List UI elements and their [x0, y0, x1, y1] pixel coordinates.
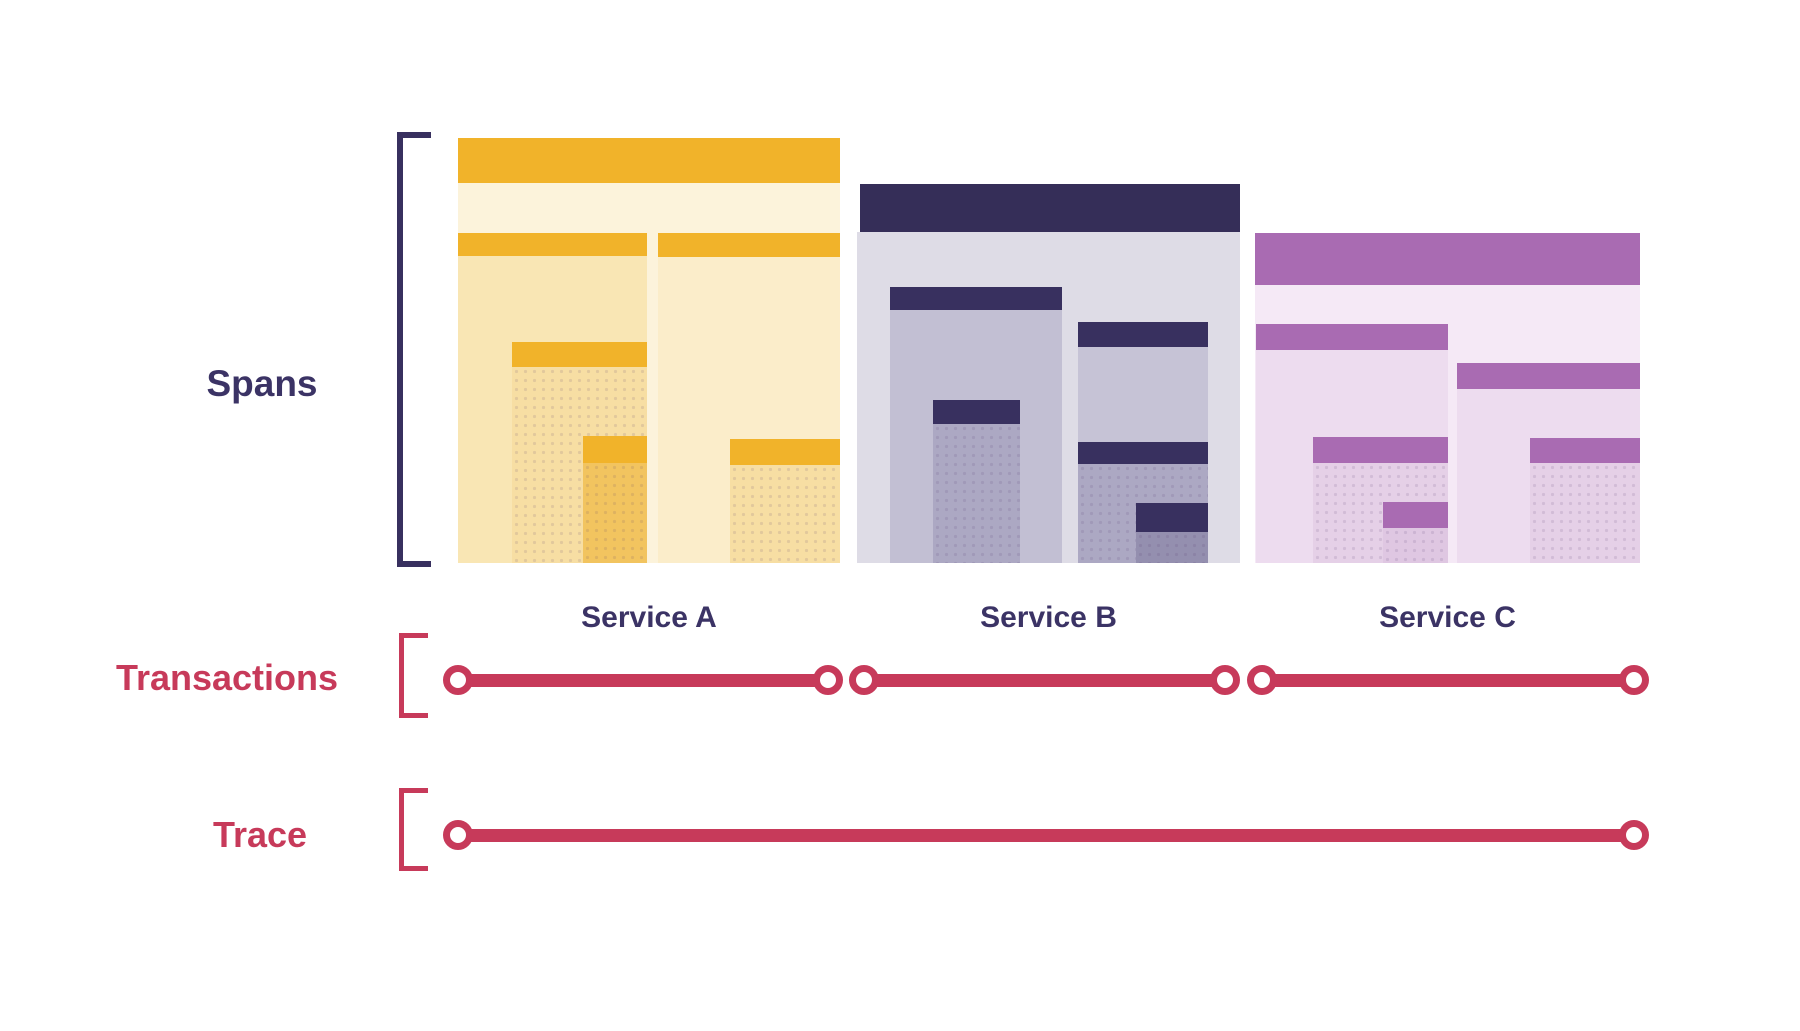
trace-line-start-circle — [443, 820, 473, 850]
transactions-bracket — [399, 633, 428, 718]
service-c-span-header — [1256, 324, 1448, 357]
service-a-span-block — [458, 138, 840, 563]
service-c-span-body — [1530, 463, 1640, 563]
transaction-line-2 — [864, 673, 1225, 687]
service-b-span-header — [890, 287, 1062, 317]
trace-bracket — [399, 788, 428, 871]
service-b-span-block — [857, 184, 1240, 563]
service-b-label: Service B — [980, 601, 1117, 634]
transaction-line-3-start-circle — [1247, 665, 1277, 695]
transaction-line-2-end-circle — [1210, 665, 1240, 695]
service-b-span-header — [1078, 322, 1208, 354]
service-b-span-header — [1136, 503, 1208, 539]
service-c-span-header — [1457, 363, 1640, 396]
trace-label: Trace — [212, 814, 308, 855]
service-a-label: Service A — [581, 601, 717, 634]
service-a-span-header — [658, 233, 840, 264]
trace-line-end-circle — [1619, 820, 1649, 850]
service-b-span-body — [1136, 532, 1208, 563]
service-b-span-header — [933, 400, 1020, 431]
service-c-span-header — [1313, 437, 1448, 470]
service-a-span-body — [583, 463, 647, 563]
spans-label: Spans — [206, 363, 318, 404]
transaction-line-1 — [458, 673, 828, 687]
service-c-label: Service C — [1379, 601, 1516, 634]
transaction-line-1-end-circle — [813, 665, 843, 695]
service-b-span-body — [933, 424, 1020, 563]
service-b-span-header — [1078, 442, 1208, 471]
service-a-span-header — [458, 138, 840, 190]
service-c-span-header — [1255, 233, 1640, 292]
service-c-span-body — [1383, 528, 1448, 563]
transaction-line-3-end-circle — [1619, 665, 1649, 695]
trace-line — [458, 828, 1634, 842]
service-a-span-header — [730, 439, 840, 472]
transactions-label: Transactions — [115, 657, 339, 698]
spans-bracket — [397, 132, 431, 567]
service-c-span-header — [1530, 438, 1640, 470]
service-c-span-block — [1255, 233, 1640, 563]
transaction-line-3 — [1262, 673, 1634, 687]
service-a-span-header — [458, 233, 647, 263]
service-b-span-header — [860, 184, 1240, 239]
transaction-line-2-start-circle — [849, 665, 879, 695]
service-a-span-header — [583, 436, 647, 470]
service-a-span-header — [512, 342, 647, 374]
transaction-line-1-start-circle — [443, 665, 473, 695]
service-a-span-body — [730, 465, 840, 563]
service-c-span-header — [1383, 502, 1448, 535]
